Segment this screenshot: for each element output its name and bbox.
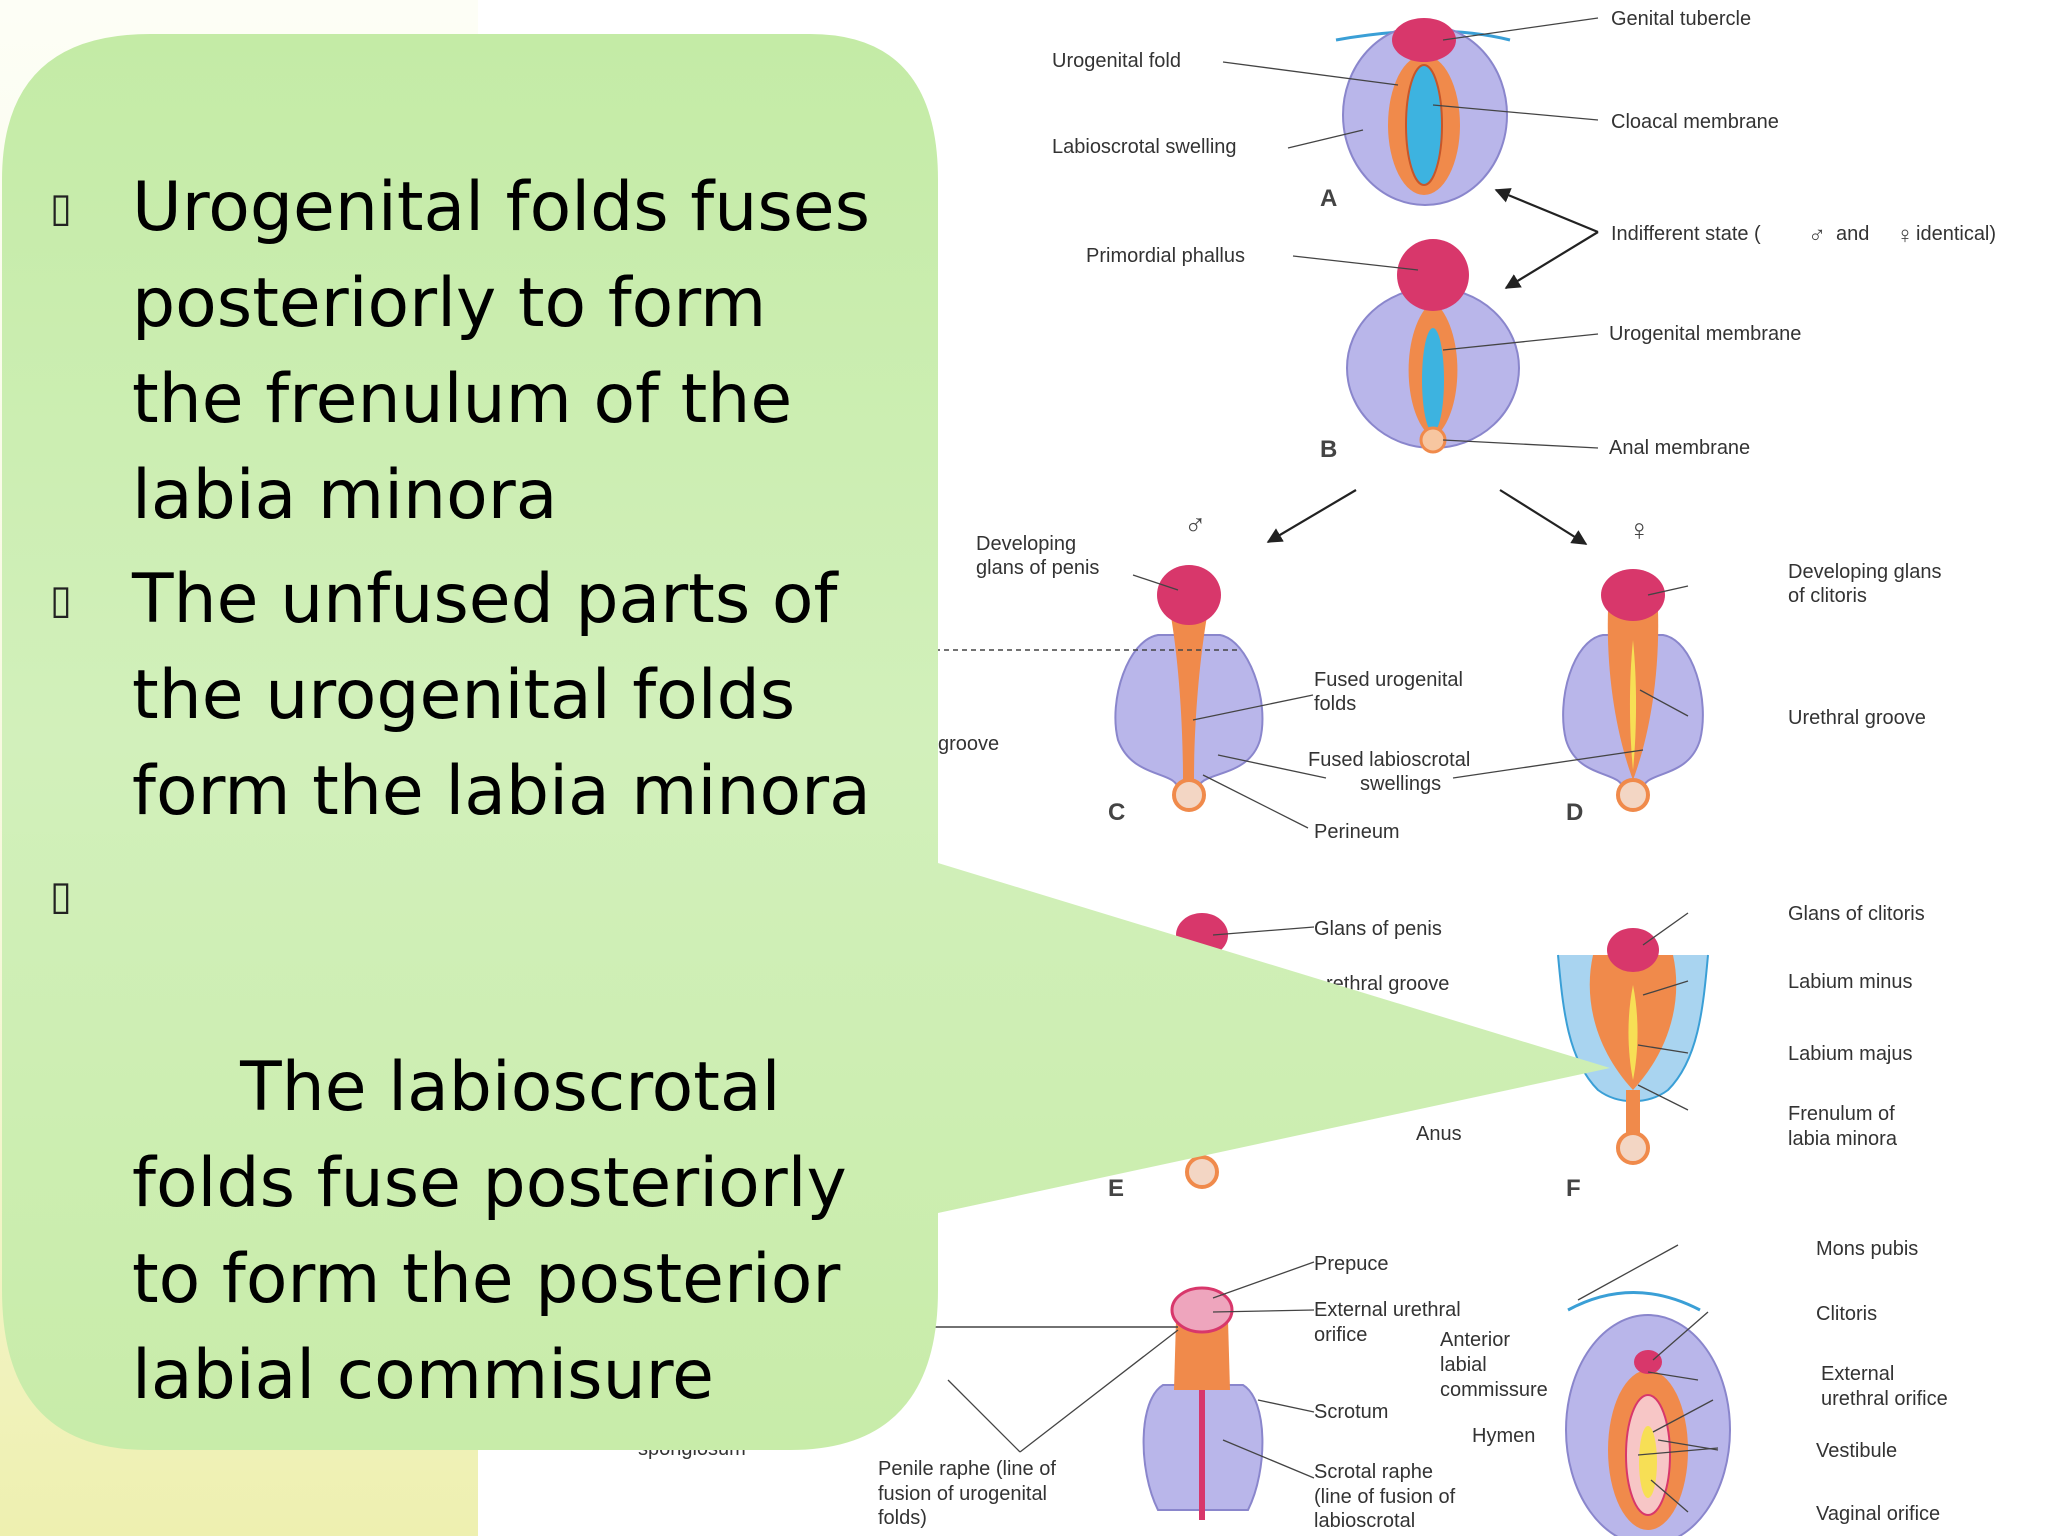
label-indifferent-state-c: identical) — [1916, 223, 1996, 245]
panel-letter-b: B — [1320, 436, 1337, 463]
panel-letter-e: E — [1108, 1175, 1124, 1202]
label-vestibule: Vestibule — [1816, 1440, 1897, 1462]
male-symbol: ♂ — [1184, 509, 1207, 542]
label-indifferent-state-b: and — [1836, 223, 1869, 245]
label-scrotum: Scrotum — [1314, 1401, 1388, 1423]
label-vaginal-orifice: Vaginal orifice — [1816, 1503, 1940, 1525]
label-anus: Anus — [1416, 1123, 1462, 1145]
label-glans-of-penis: Glans of penis — [1314, 918, 1442, 940]
diagram-svg: A B C ♂ D ♀ E — [638, 8, 1996, 1536]
panel-b-figure — [1346, 239, 1520, 454]
bullet-item: ▯ Urogenital folds fuses posteriorly to … — [50, 160, 880, 544]
label-anterior-labial-line1: Anterior — [1440, 1329, 1510, 1351]
label-ext-urethral-orifice-f-line2: urethral orifice — [1821, 1388, 1948, 1410]
label-urogenital-membrane: Urogenital membrane — [1609, 323, 1801, 345]
label-prepuce: Prepuce — [1314, 1253, 1389, 1275]
label-anterior-labial-line3: commissure — [1440, 1379, 1548, 1401]
label-hymen: Hymen — [1472, 1425, 1535, 1447]
bullet-list: ▯ Urogenital folds fuses posteriorly to … — [50, 160, 880, 1528]
label-anal-membrane: Anal membrane — [1609, 437, 1750, 459]
label-indifferent-male-symbol: ♂ — [1808, 222, 1826, 249]
diagram-labels: Genital tubercle Urogenital fold Cloacal… — [638, 8, 1996, 1532]
bullet-item: ▯ The unfused parts of the urogenital fo… — [50, 552, 880, 840]
label-groove-partial: groove — [938, 733, 999, 755]
label-scrotal-raphe-line1: Scrotal raphe — [1314, 1461, 1433, 1483]
bullet-item: ▯ The labioscrotal folds fuse posteriorl… — [50, 848, 880, 1520]
label-labioscrotal-swelling: Labioscrotal swelling — [1052, 136, 1237, 158]
bullet-text: The labioscrotal folds fuse posteriorly … — [132, 1048, 869, 1415]
panel-a-figure — [1335, 18, 1511, 206]
label-developing-glans-clitoris-line1: Developing glans — [1788, 561, 1941, 583]
label-scrotal-raphe-line2: (line of fusion of — [1314, 1486, 1456, 1508]
label-labium-minus: Labium minus — [1788, 971, 1913, 993]
label-scrotal-raphe-line3: labioscrotal — [1314, 1510, 1415, 1532]
leader-lines — [947, 17, 1719, 1513]
label-urogenital-fold: Urogenital fold — [1052, 50, 1181, 72]
label-developing-glans-penis-line1: Developing — [976, 533, 1076, 555]
label-fused-labioscrotal-line1: Fused labioscrotal — [1308, 749, 1470, 771]
label-penile-raphe-line2: fusion of urogenital — [878, 1483, 1047, 1505]
label-ext-urethral-orifice-f-line1: External — [1821, 1363, 1894, 1385]
label-frenulum-line2: labia minora — [1788, 1128, 1898, 1150]
label-clitoris: Clitoris — [1816, 1303, 1877, 1325]
label-anterior-labial-line2: labial — [1440, 1354, 1487, 1376]
label-fused-urogenital-folds-line1: Fused urogenital — [1314, 669, 1463, 691]
flow-arrows — [1266, 188, 1599, 545]
label-labium-majus: Labium majus — [1788, 1043, 1913, 1065]
label-glans-of-clitoris: Glans of clitoris — [1788, 903, 1925, 925]
panel-female-adult-figure — [1565, 1291, 1731, 1536]
label-fused-urogenital-folds-line2: folds — [1314, 693, 1356, 715]
panel-f-figure — [1557, 928, 1709, 1165]
bullet-marker-icon: ▯ — [50, 577, 73, 623]
panel-c-figure — [728, 565, 1264, 812]
bullet-text: The unfused parts of the urogenital fold… — [132, 560, 871, 831]
label-urethral-groove-partial: rethral groove — [1326, 973, 1449, 995]
label-ext-urethral-orifice-m-line2: orifice — [1314, 1324, 1367, 1346]
bullet-text: Urogenital folds fuses posteriorly to fo… — [132, 168, 871, 535]
label-urethral-groove: Urethral groove — [1788, 707, 1926, 729]
panel-letter-f: F — [1566, 1175, 1581, 1202]
label-genital-tubercle: Genital tubercle — [1611, 8, 1751, 30]
label-cloacal-membrane: Cloacal membrane — [1611, 111, 1779, 133]
label-primordial-phallus: Primordial phallus — [1086, 245, 1245, 267]
female-symbol: ♀ — [1628, 514, 1651, 547]
label-indifferent-female-symbol: ♀ — [1896, 222, 1914, 249]
panel-letter-d: D — [1566, 799, 1583, 826]
label-fused-labioscrotal-line2: swellings — [1360, 773, 1441, 795]
label-perineum: Perineum — [1314, 821, 1400, 843]
label-mons-pubis: Mons pubis — [1816, 1238, 1918, 1260]
label-penile-raphe-line3: folds) — [878, 1507, 927, 1529]
label-penile-raphe-line1: Penile raphe (line of — [878, 1458, 1056, 1480]
panel-letter-c: C — [1108, 799, 1125, 826]
label-frenulum-line1: Frenulum of — [1788, 1103, 1895, 1125]
panel-d-figure — [1562, 569, 1704, 812]
panel-letter-a: A — [1320, 185, 1337, 212]
label-ext-urethral-orifice-m-line1: External urethral — [1314, 1299, 1461, 1321]
bullet-marker-icon: ▯ — [50, 185, 73, 231]
bullet-marker-icon: ▯ — [50, 873, 73, 919]
label-indifferent-state-a: Indifferent state ( — [1611, 223, 1761, 245]
label-developing-glans-penis-line2: glans of penis — [976, 557, 1099, 579]
label-developing-glans-clitoris-line2: of clitoris — [1788, 585, 1867, 607]
